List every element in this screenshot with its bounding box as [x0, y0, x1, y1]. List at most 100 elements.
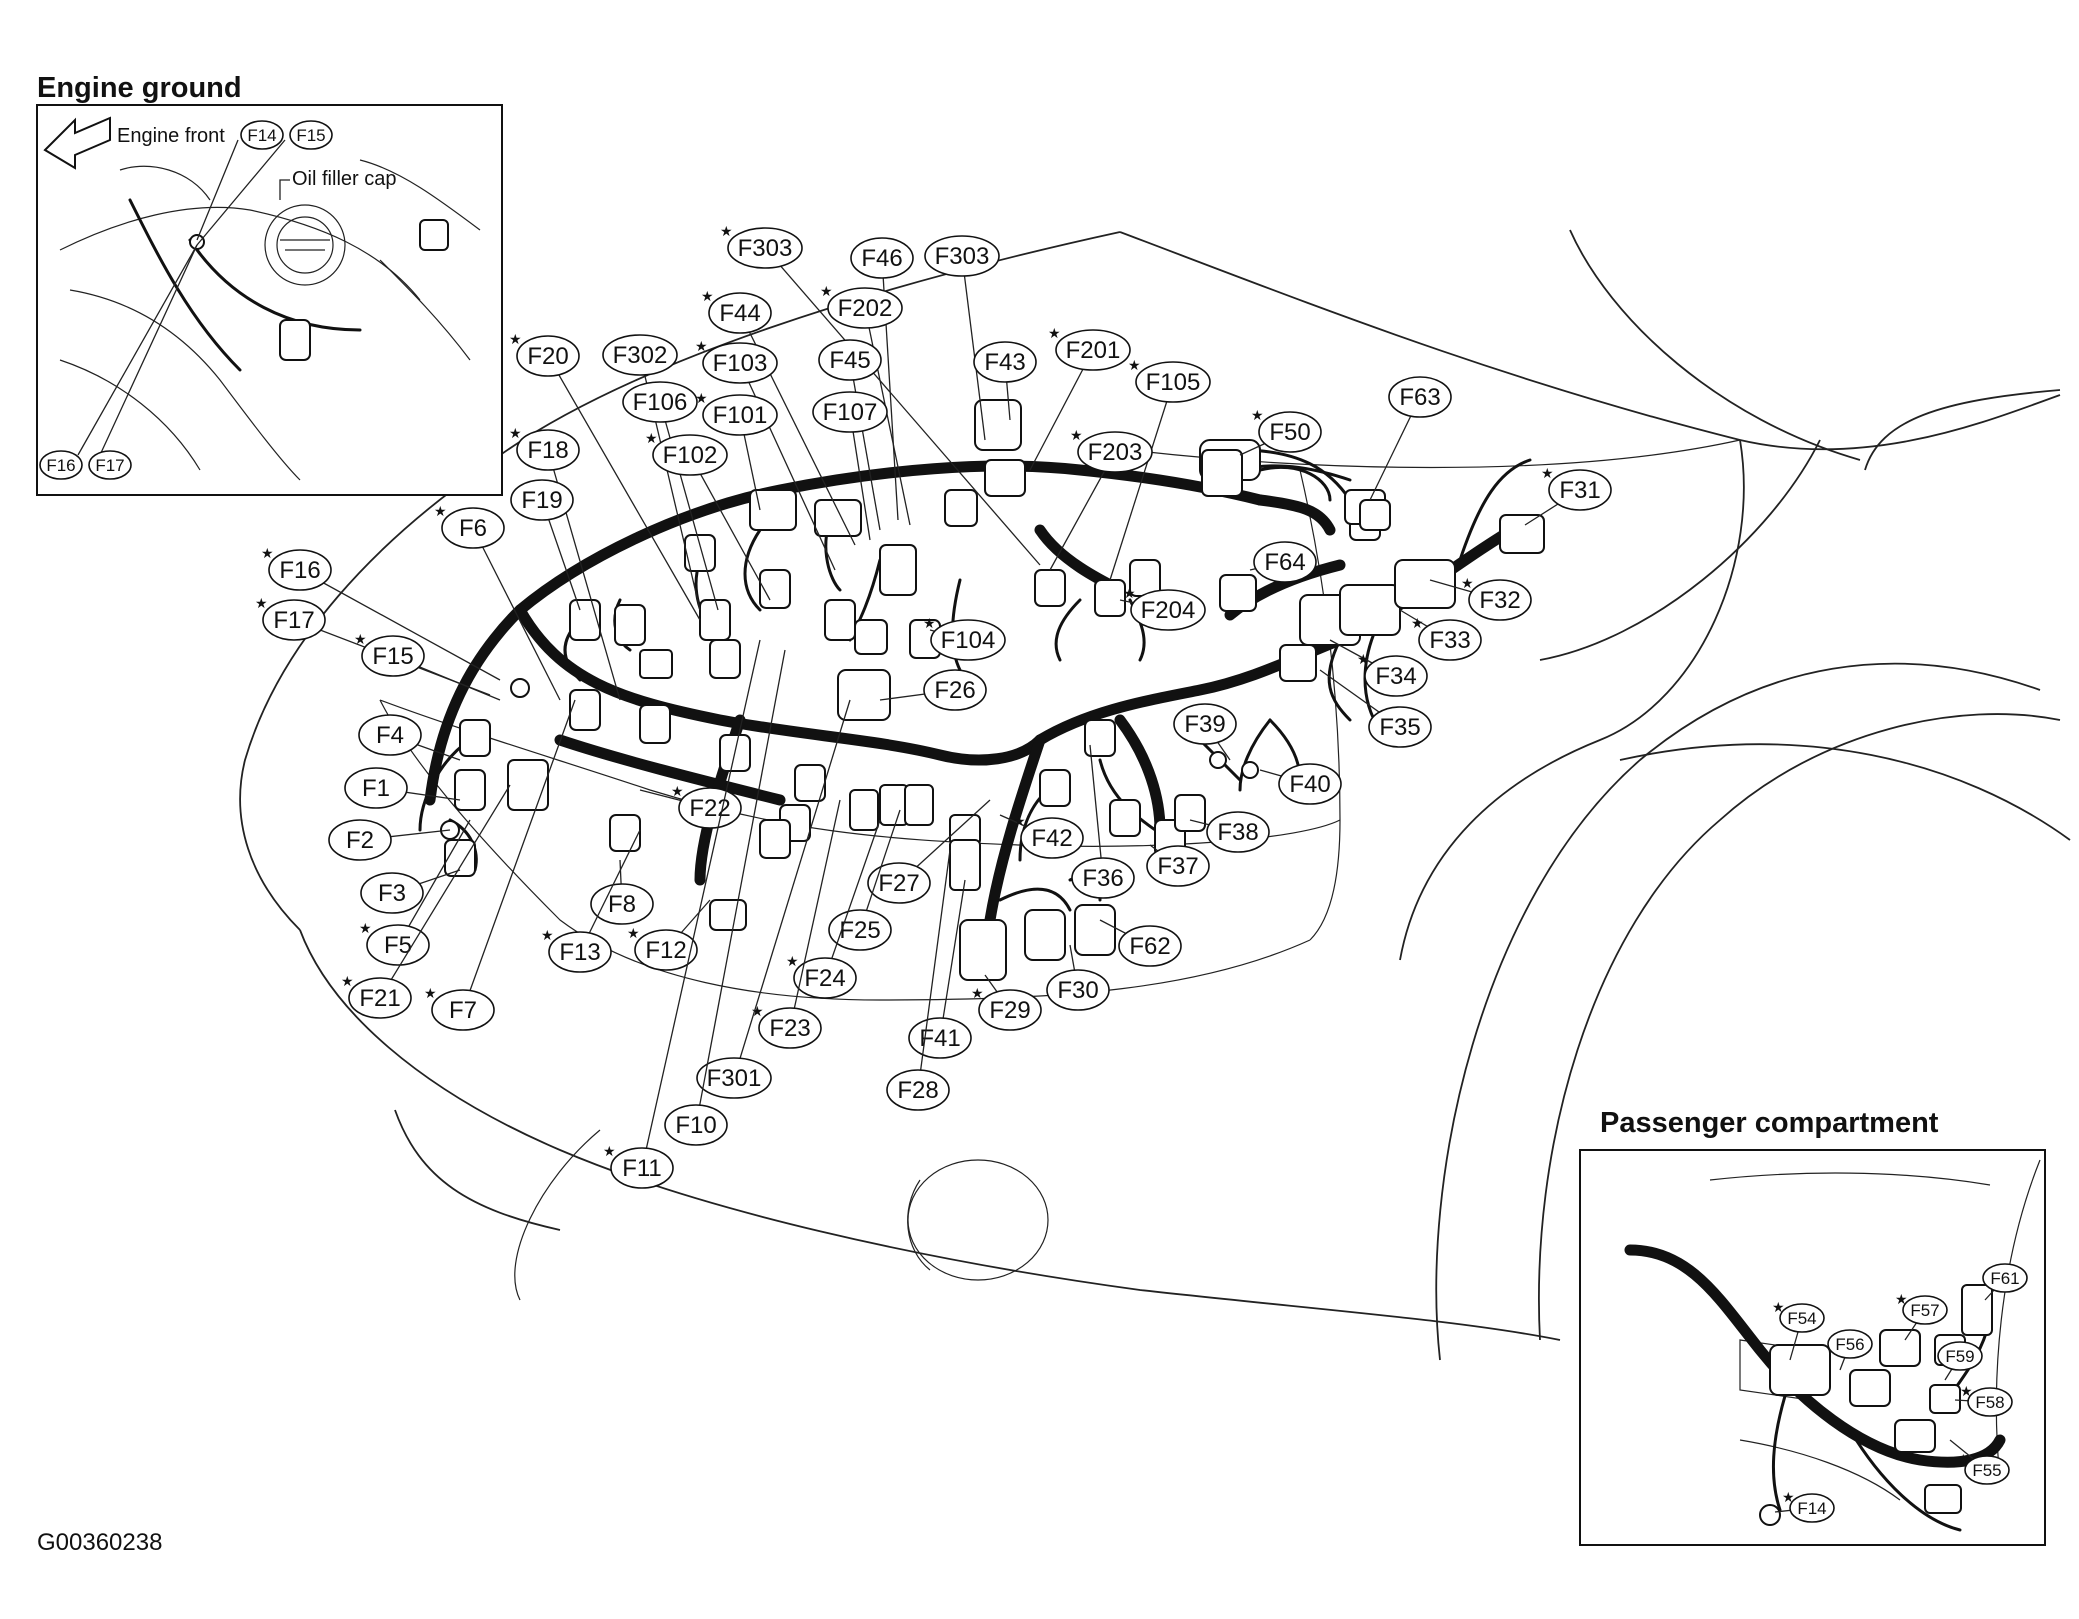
label-text: F12 [645, 937, 686, 964]
label-f41: F41 [908, 879, 972, 1059]
label-text: F13 [559, 939, 600, 966]
inset-label-f15: F15 [289, 120, 333, 150]
label-f7: F7★ [424, 699, 576, 1031]
star-icon: ★ [255, 596, 268, 612]
label-oval [827, 287, 903, 329]
label-f62: F62 [1099, 919, 1182, 967]
label-f64: F64 [1249, 541, 1317, 583]
label-f2: F2 [328, 819, 451, 861]
label-text: F39 [1184, 711, 1225, 738]
label-text: F54 [1787, 1309, 1816, 1328]
svg-text:F17: F17 [95, 456, 124, 475]
leader-line [764, 247, 1041, 566]
engine-ground-title: Engine ground [37, 72, 242, 104]
label-f21: F21★ [341, 784, 511, 1019]
label-f14: F14★ [1774, 1490, 1835, 1523]
label-f54: F54★ [1772, 1300, 1825, 1361]
svg-text:F16: F16 [46, 456, 75, 475]
label-text: F204 [1141, 597, 1196, 624]
label-text: F63 [1399, 384, 1440, 411]
star-icon: ★ [971, 986, 984, 1002]
label-f39: F39 [1173, 703, 1237, 761]
label-f26: F26 [879, 669, 987, 711]
label-f102: F102★ [645, 431, 771, 601]
label-text: F16 [279, 557, 320, 584]
label-f31: F31★ [1524, 466, 1612, 526]
label-oval [360, 872, 424, 914]
leader-line [1089, 744, 1104, 879]
star-icon: ★ [354, 632, 367, 648]
label-f23: F23★ [751, 799, 841, 1049]
star-icon: ★ [603, 1144, 616, 1160]
label-oval [678, 787, 742, 829]
star-icon: ★ [820, 284, 833, 300]
star-icon: ★ [627, 926, 640, 942]
label-oval [1258, 411, 1322, 453]
label-text: F24 [804, 965, 845, 992]
label-oval [850, 237, 914, 279]
label-f20: F20 ★ [509, 332, 701, 621]
label-oval [978, 989, 1042, 1031]
label-f301: F301 [696, 699, 851, 1099]
label-f10: F10 [664, 649, 786, 1146]
label-text: F36 [1082, 865, 1123, 892]
label-f201: F201★ [1029, 326, 1131, 471]
label-oval [973, 341, 1037, 383]
label-text: F33 [1429, 627, 1470, 654]
label-f302: F302 [602, 334, 701, 611]
star-icon: ★ [695, 391, 708, 407]
star-icon: ★ [509, 426, 522, 442]
leader-line [789, 799, 841, 1029]
connectors [440, 399, 1545, 981]
leader-line [472, 527, 561, 701]
svg-text:F14: F14 [247, 126, 276, 145]
label-text: F104 [941, 627, 996, 654]
label-oval [702, 342, 778, 384]
label-oval [602, 334, 678, 376]
label-f25: F25 [828, 809, 901, 951]
label-oval [696, 1057, 772, 1099]
star-icon: ★ [1411, 616, 1424, 632]
label-oval [1368, 706, 1432, 748]
label-text: F11 [622, 1155, 662, 1182]
star-icon: ★ [1960, 1384, 1973, 1400]
label-oval [828, 909, 892, 951]
label-oval [358, 714, 422, 756]
label-text: F27 [878, 870, 919, 897]
label-f43: F43 [973, 341, 1037, 421]
leader-line [917, 849, 951, 1091]
label-oval [431, 989, 495, 1031]
star-icon: ★ [1048, 326, 1061, 342]
label-f24: F24★ [786, 819, 881, 999]
label-oval [923, 669, 987, 711]
leader-line [864, 307, 911, 526]
inset-label-f17: F17 [88, 450, 132, 480]
label-text: F62 [1129, 933, 1170, 960]
label-text: F105 [1146, 369, 1201, 396]
label-oval [1827, 1329, 1873, 1359]
svg-text:F15: F15 [296, 126, 325, 145]
label-oval [812, 391, 888, 433]
label-text: F61 [1990, 1269, 2019, 1288]
label-oval [366, 924, 430, 966]
label-f1: F1 [344, 767, 461, 809]
label-text: F20 [527, 343, 568, 370]
label-text: F23 [769, 1015, 810, 1042]
label-f37: F37 [1146, 844, 1210, 887]
inset-label-f16: F16 [39, 450, 83, 480]
label-text: F56 [1835, 1335, 1864, 1354]
star-icon: ★ [1013, 814, 1026, 830]
label-text: F32 [1479, 587, 1520, 614]
label-text: F42 [1031, 825, 1072, 852]
star-icon: ★ [645, 431, 658, 447]
leader-line [299, 569, 501, 681]
label-text: F1 [362, 775, 390, 802]
label-f105: F105★ [1109, 358, 1211, 581]
label-text: F106 [633, 389, 688, 416]
star-icon: ★ [1895, 1292, 1908, 1308]
label-oval [1548, 469, 1612, 511]
label-text: F21 [359, 985, 400, 1012]
label-oval [1789, 1493, 1835, 1523]
passenger-compartment-title: Passenger compartment [1600, 1107, 1939, 1139]
label-f58: F58★ [1954, 1384, 2013, 1417]
